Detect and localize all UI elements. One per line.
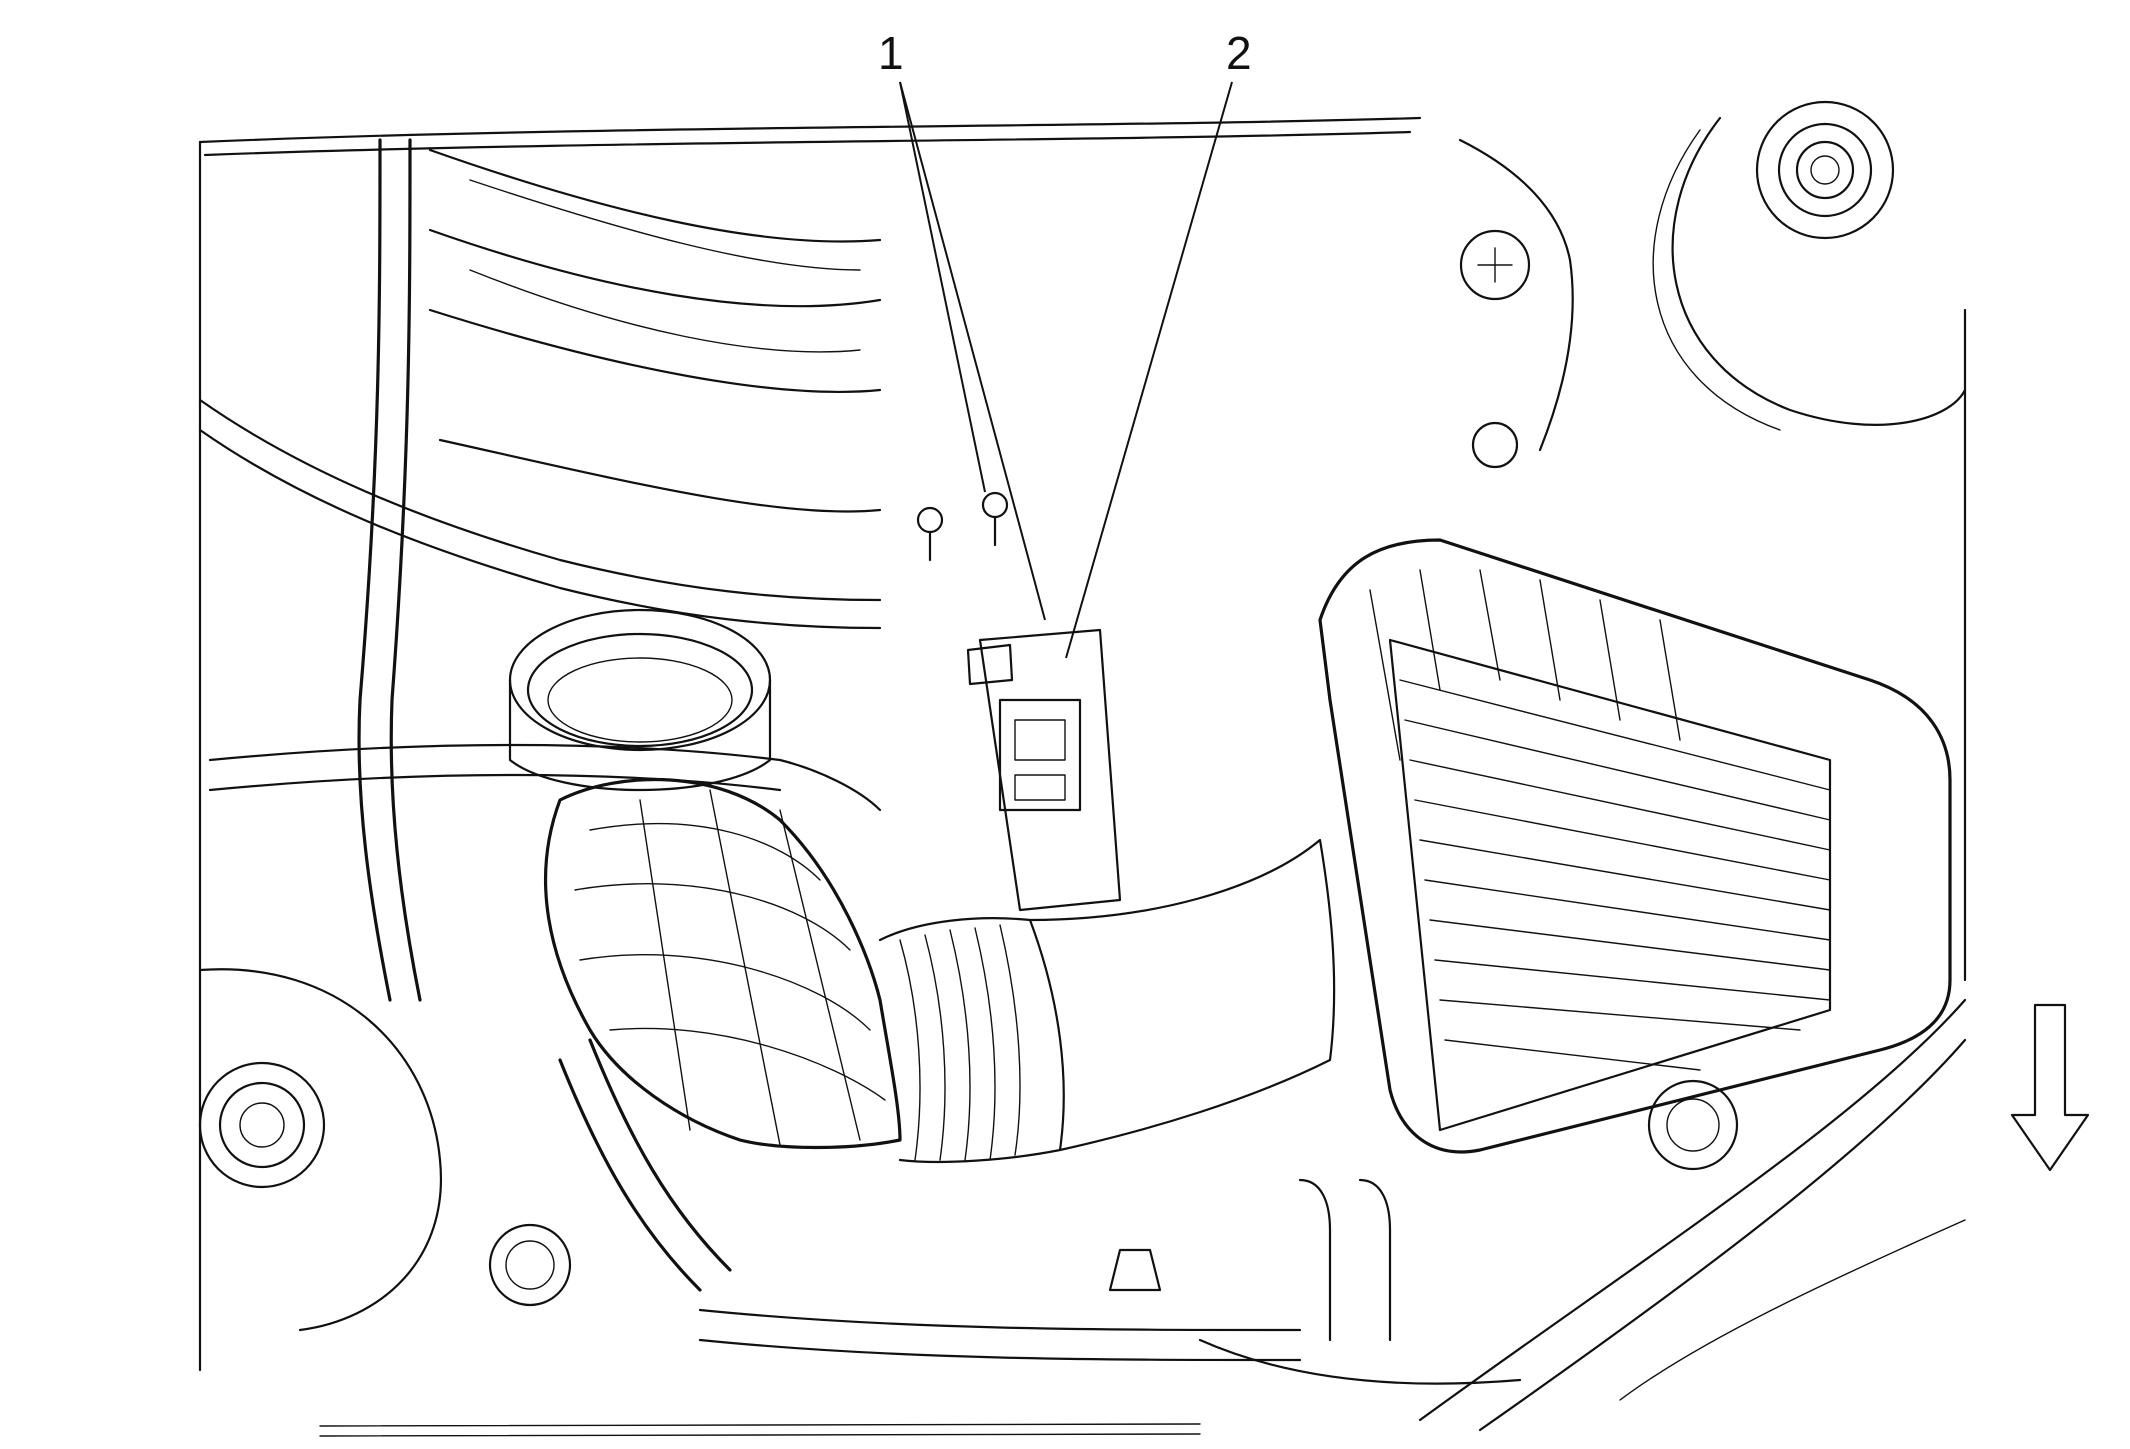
right-components [1418, 138, 1967, 1432]
reservoir-caps [198, 968, 572, 1332]
throttle-body [508, 608, 772, 791]
lower-components [698, 1178, 1522, 1385]
callout-1-label: 1 [878, 27, 904, 79]
coolant-hoses [198, 138, 882, 1292]
callout-2-label: 2 [1226, 27, 1252, 79]
maf-sensor-module [966, 628, 1122, 912]
intake-manifold [428, 148, 882, 513]
down-arrow-icon [2010, 1003, 2090, 1172]
air-cleaner-housing [1318, 538, 1952, 1154]
intake-bellows [878, 838, 1336, 1164]
callout-2-leaders [1065, 81, 1233, 659]
air-intake-duct [544, 777, 902, 1150]
strut-mount [1652, 100, 1967, 431]
hood-outline [198, 116, 1967, 1437]
callout-1-leaders [899, 81, 1046, 621]
mounting-bolts [916, 491, 1009, 562]
